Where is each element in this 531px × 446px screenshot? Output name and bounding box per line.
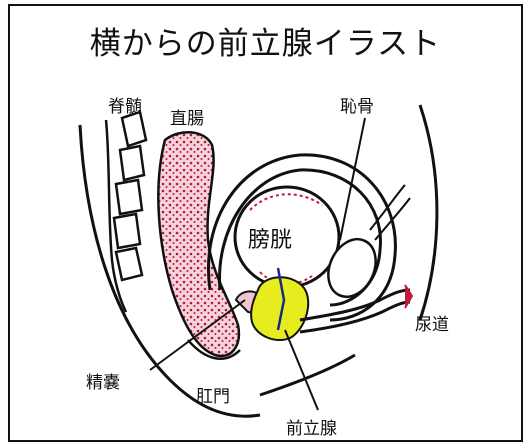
label-bladder: 膀胱 [248, 222, 292, 254]
front-contour [420, 105, 437, 320]
label-urethra: 尿道 [415, 310, 449, 335]
label-seminal-vesicle: 精嚢 [86, 368, 120, 393]
label-spine: 脊髄 [108, 92, 142, 117]
spine-segments [106, 112, 146, 312]
label-pubic-bone: 恥骨 [340, 92, 374, 117]
label-prostate: 前立腺 [286, 414, 337, 439]
prostate-shape [251, 277, 308, 340]
rectum-shape [158, 132, 239, 356]
label-rectum: 直腸 [170, 104, 204, 129]
perineum-contour [260, 355, 355, 395]
label-anus: 肛門 [196, 382, 230, 407]
